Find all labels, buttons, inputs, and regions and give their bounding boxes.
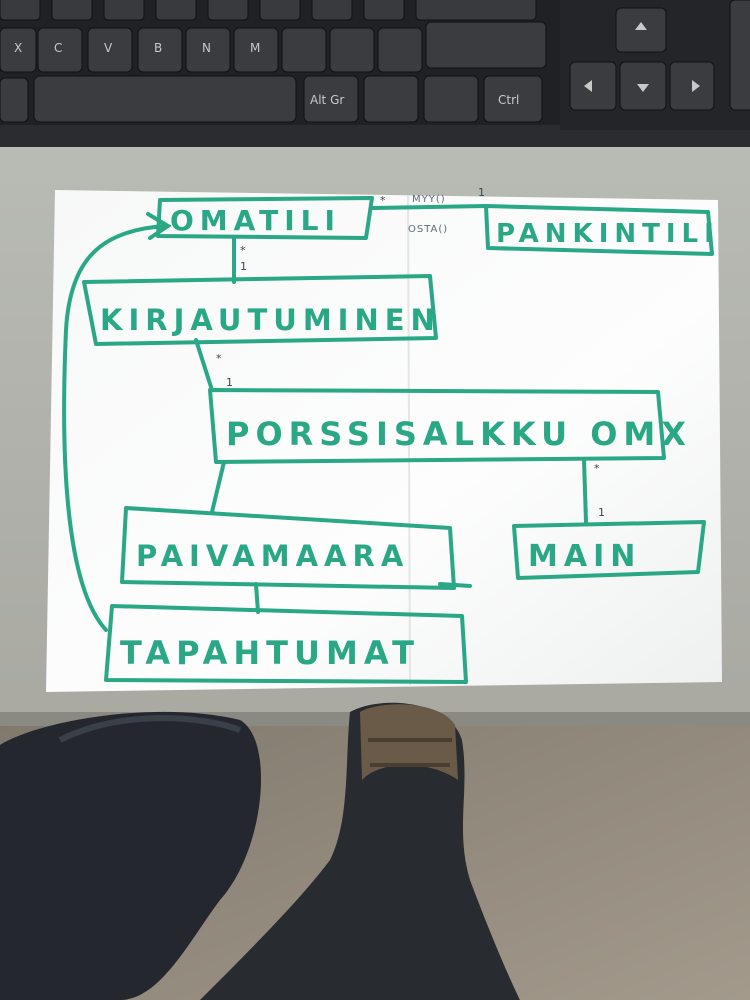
uml-diagram: OMATILI PANKINTILI KIRJAUTUMINEN PORSSIS…: [62, 186, 720, 684]
key-label-b: B: [154, 41, 162, 55]
class-omatili-label: OMATILI: [170, 204, 341, 237]
key-n: [185, 27, 231, 73]
key-x: [0, 27, 37, 73]
edge-porssisalkku-paivamaara: [210, 460, 226, 514]
key-label-c: C: [54, 41, 62, 55]
key-m: [233, 27, 279, 73]
class-paivamaara: PAIVAMAARA: [120, 506, 472, 590]
key-v: [87, 27, 133, 73]
key-label-n: N: [202, 41, 211, 55]
mult-kirjautuminen-porssisalkku-bottom: 1: [226, 376, 233, 389]
key-altgr: [303, 75, 359, 123]
spacebar: [33, 75, 297, 123]
method-osta: OSTA(): [408, 224, 448, 235]
mult-omatili-pankintili-right: 1: [478, 186, 485, 199]
mult-porssisalkku-main-top: *: [594, 462, 600, 475]
class-tapahtumat: TAPAHTUMAT: [104, 604, 468, 684]
class-pankintili-label: PANKINTILI: [496, 219, 720, 249]
key-left: [569, 61, 617, 111]
class-main: MAIN: [512, 520, 706, 580]
class-tapahtumat-label: TAPAHTUMAT: [120, 634, 420, 672]
class-porssisalkku-label: PORSSISALKKU OMX: [226, 415, 692, 453]
mult-porssisalkku-main-bottom: 1: [598, 506, 605, 519]
left-shoe: [0, 711, 262, 1000]
edge-tapahtumat-omatili: [62, 224, 168, 632]
key-label-v: V: [104, 41, 113, 55]
class-kirjautuminen-label: KIRJAUTUMINEN: [100, 303, 441, 337]
class-omatili: OMATILI: [156, 196, 374, 240]
mult-kirjautuminen-porssisalkku-top: *: [216, 352, 222, 365]
arrowhead-omatili: [146, 212, 172, 240]
edge-kirjautuminen-porssisalkku: [194, 338, 214, 392]
class-porssisalkku: PORSSISALKKU OMX: [208, 388, 692, 464]
key-label-x: X: [14, 41, 22, 55]
paper-sheet: [46, 190, 722, 692]
class-pankintili: PANKINTILI: [484, 204, 720, 256]
key-ctrl: [483, 75, 543, 123]
key-b: [137, 27, 183, 73]
edge-porssisalkku-main: [582, 458, 588, 524]
mult-omatili-kirjautuminen-bottom: 1: [240, 260, 247, 273]
key-label-ctrl: Ctrl: [498, 93, 519, 107]
method-myy: MYY(): [412, 194, 446, 205]
key-menu: [423, 75, 479, 123]
mult-omatili-pankintili-left: *: [380, 194, 386, 207]
key-label-m: M: [250, 41, 260, 55]
keyboard: X C V B N M Alt Gr Ctrl: [0, 0, 750, 147]
class-paivamaara-label: PAIVAMAARA: [136, 539, 409, 573]
class-main-label: MAIN: [528, 539, 641, 574]
key-win: [363, 75, 419, 123]
right-shoe: [200, 702, 520, 1000]
arrow-glyphs: [584, 22, 700, 92]
key-label-altgr: Alt Gr: [310, 93, 344, 107]
mult-omatili-kirjautuminen-top: *: [240, 244, 246, 257]
edge-omatili-pankintili: [370, 204, 488, 210]
edge-paivamaara-tapahtumat: [254, 582, 260, 614]
key-c: [37, 27, 83, 73]
class-kirjautuminen: KIRJAUTUMINEN: [82, 274, 441, 346]
